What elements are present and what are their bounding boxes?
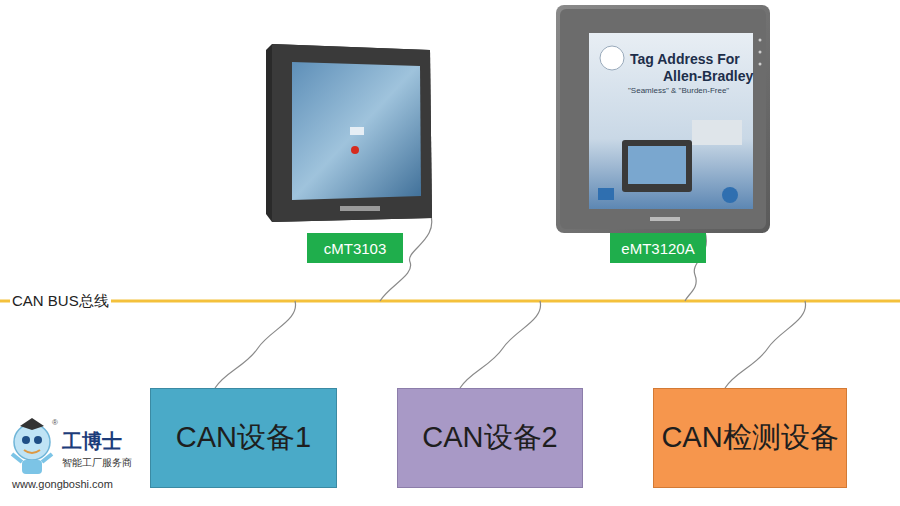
registered-mark: ® [52, 418, 58, 427]
node-text: CAN设备2 [422, 418, 557, 458]
wires [215, 212, 806, 388]
node-text: CAN设备1 [176, 418, 311, 458]
device-box: CAN检测设备 [653, 388, 847, 488]
device-label: cMT3103 [307, 233, 403, 263]
node-text: eMT3120A [621, 240, 694, 257]
screen-title: Allen-Bradley [663, 68, 753, 84]
logo-slogan: 智能工厂服务商 [62, 456, 132, 470]
bus-label: CAN BUS总线 [10, 292, 111, 311]
device-label: eMT3120A [610, 233, 706, 263]
logo-text: 工博士 [62, 428, 122, 455]
can-bus-line [0, 300, 900, 303]
device-box: CAN设备1 [150, 388, 337, 488]
device-box: CAN设备2 [397, 388, 583, 488]
logo-url: www.gongboshi.com [12, 478, 113, 490]
screen-text: "Seamless" & "Burden-Free" [628, 86, 729, 95]
screen-title: Tag Address For [630, 51, 740, 67]
logo-robot [12, 418, 52, 474]
node-text: cMT3103 [324, 240, 387, 257]
node-text: CAN检测设备 [661, 418, 838, 458]
hmi-emt3120a [556, 5, 770, 233]
hmi-cmt3103 [266, 44, 432, 222]
